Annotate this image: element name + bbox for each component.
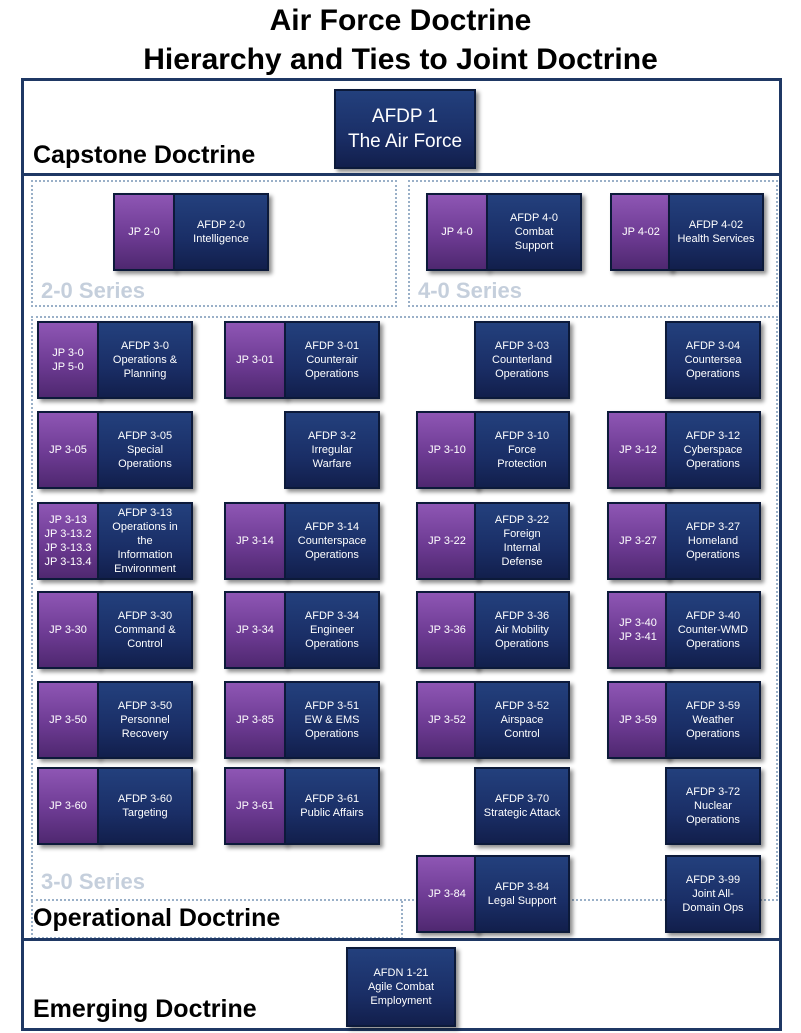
jp-box: JP 3-61 [224,767,286,845]
afdp-box: AFDP 3-51 EW & EMS Operations [284,681,380,759]
capstone-section-label: Capstone Doctrine [33,141,256,169]
afdp-box: AFDP 3-50 Personnel Recovery [97,681,193,759]
jp-box: JP 3-13 JP 3-13.2 JP 3-13.3 JP 3-13.4 [37,502,99,580]
jp-box: JP 3-85 [224,681,286,759]
afdp-box: AFDP 3-30 Command & Control [97,591,193,669]
jp-box: JP 3-01 [224,321,286,399]
series-3-0-frame [31,316,778,901]
jp-box: JP 4-0 [426,193,488,271]
afdp-box: AFDP 4-02 Health Services [668,193,764,271]
afdp-box: AFDP 3-03 Counterland Operations [474,321,570,399]
afdp-box: AFDP 3-01 Counterair Operations [284,321,380,399]
capstone-section: Capstone Doctrine AFDP 1 The Air Force [21,78,782,176]
jp-box: JP 3-0 JP 5-0 [37,321,99,399]
afdp-box: AFDP 2-0 Intelligence [173,193,269,271]
page-title-line-2: Hierarchy and Ties to Joint Doctrine [143,43,658,76]
jp-box: JP 3-10 [416,411,478,489]
jp-box: JP 3-40 JP 3-41 [607,591,669,669]
afdp-box: AFDP 3-14 Counterspace Operations [284,502,380,580]
afdp-box: AFDP 3-04 Countersea Operations [665,321,761,399]
jp-box: JP 3-59 [607,681,669,759]
series-3-0-frame-lower [31,901,403,939]
afdp-box: AFDP 3-0 Operations & Planning [97,321,193,399]
jp-box: JP 2-0 [113,193,175,271]
jp-box: JP 3-52 [416,681,478,759]
afdp-box: AFDP 3-34 Engineer Operations [284,591,380,669]
afdp-box: AFDP 3-72 Nuclear Operations [665,767,761,845]
afdn-1-21-box: AFDN 1-21 Agile Combat Employment [346,947,456,1027]
afdp-box: AFDP 3-52 Airspace Control [474,681,570,759]
emerging-section: Emerging Doctrine AFDN 1-21 Agile Combat… [21,938,782,1031]
jp-box: JP 3-12 [607,411,669,489]
jp-box: JP 3-27 [607,502,669,580]
series-3-0-label: 3-0 Series [41,869,145,894]
afdp-box: AFDP 3-99 Joint All- Domain Ops [665,855,761,933]
jp-box: JP 3-34 [224,591,286,669]
series-2-0-label: 2-0 Series [41,278,145,303]
jp-box: JP 3-05 [37,411,99,489]
series-4-0-frame: 4-0 Series [408,180,778,307]
afdp-box: AFDP 3-70 Strategic Attack [474,767,570,845]
emerging-section-label: Emerging Doctrine [33,995,257,1023]
afdp-1-box: AFDP 1 The Air Force [334,89,476,169]
afdp-box: AFDP 3-59 Weather Operations [665,681,761,759]
jp-box: JP 3-84 [416,855,478,933]
afdp-box: AFDP 3-12 Cyberspace Operations [665,411,761,489]
afdp-box: AFDP 4-0 Combat Support [486,193,582,271]
afdp-box: AFDP 3-13 Operations in the Information … [97,502,193,580]
afdp-box: AFDP 3-61 Public Affairs [284,767,380,845]
afdp-box: AFDP 3-2 Irregular Warfare [284,411,380,489]
afdp-box: AFDP 3-10 Force Protection [474,411,570,489]
afdp-box: AFDP 3-05 Special Operations [97,411,193,489]
series-4-0-label: 4-0 Series [418,278,522,303]
afdp-box: AFDP 3-40 Counter-WMD Operations [665,591,761,669]
operational-section-label: Operational Doctrine [33,904,281,932]
afdp-box: AFDP 3-60 Targeting [97,767,193,845]
jp-box: JP 3-22 [416,502,478,580]
afdp-box: AFDP 3-36 Air Mobility Operations [474,591,570,669]
jp-box: JP 3-36 [416,591,478,669]
afdp-box: AFDP 3-27 Homeland Operations [665,502,761,580]
series-2-0-frame: 2-0 Series [31,180,397,307]
jp-box: JP 3-50 [37,681,99,759]
jp-box: JP 3-30 [37,591,99,669]
jp-box: JP 3-60 [37,767,99,845]
jp-box: JP 4-02 [610,193,672,271]
afdp-box: AFDP 3-84 Legal Support [474,855,570,933]
afdp-box: AFDP 3-22 Foreign Internal Defense [474,502,570,580]
jp-box: JP 3-14 [224,502,286,580]
page-title-line-1: Air Force Doctrine [269,4,532,37]
